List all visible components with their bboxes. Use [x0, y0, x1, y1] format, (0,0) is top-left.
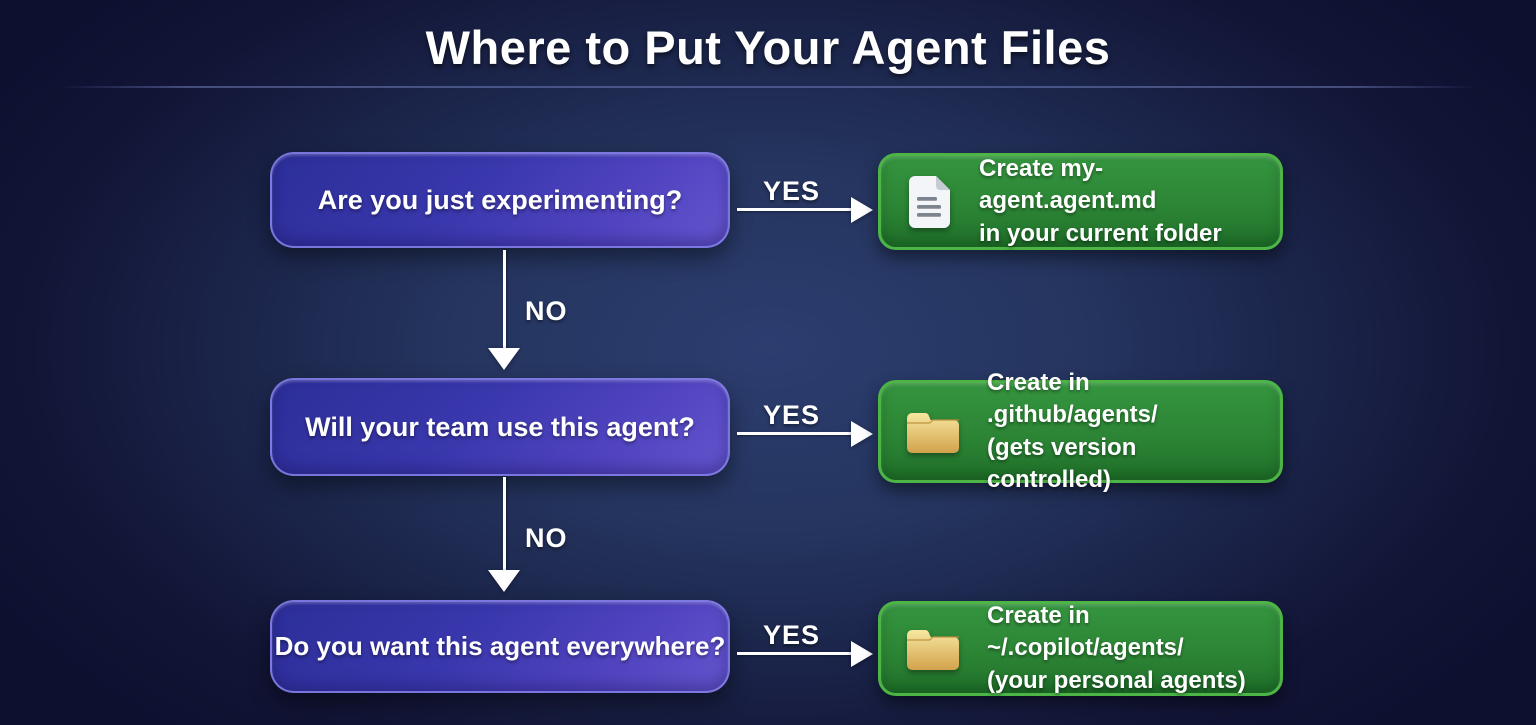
arrowhead-right-icon [851, 196, 873, 223]
yes-arrow-1: YES [737, 176, 873, 232]
no-arrow-1: NO [488, 250, 598, 370]
no-arrow-2: NO [488, 477, 598, 592]
question-box-team-use: Will your team use this agent? [270, 378, 730, 476]
document-icon [905, 173, 953, 231]
page-title: Where to Put Your Agent Files [425, 21, 1111, 74]
yes-arrow-2: YES [737, 400, 873, 456]
arrow-line [737, 652, 854, 655]
yes-label: YES [763, 176, 821, 206]
arrowhead-down-icon [488, 348, 520, 370]
arrow-line [503, 477, 506, 571]
question-text: Are you just experimenting? [317, 184, 683, 215]
title-divider [58, 86, 1478, 88]
result-text: Create in .github/agents/ (gets version … [987, 367, 1256, 497]
result-line2: (your personal agents) [987, 666, 1246, 694]
result-text: Create in ~/.copilot/agents/ (your perso… [987, 600, 1256, 697]
question-box-experimenting: Are you just experimenting? [270, 152, 730, 248]
arrow-line [503, 250, 506, 349]
folder-icon [905, 626, 961, 672]
question-text: Will your team use this agent? [305, 411, 695, 442]
result-box-copilot-agents: Create in ~/.copilot/agents/ (your perso… [878, 601, 1283, 696]
question-box-agent-everywhere: Do you want this agent everywhere? [270, 600, 730, 693]
no-label: NO [525, 523, 568, 553]
result-box-github-agents: Create in .github/agents/ (gets version … [878, 369, 1283, 493]
folder-icon [905, 409, 961, 455]
question-text: Do you want this agent everywhere? [274, 631, 726, 661]
yes-label: YES [763, 620, 821, 650]
arrowhead-right-icon [851, 420, 873, 447]
result-line2: in your current folder [979, 219, 1222, 247]
result-line1: Create my-agent.agent.md [979, 154, 1157, 215]
result-line2: (gets version controlled) [987, 433, 1137, 493]
arrow-line [737, 208, 854, 211]
result-line1: Create in ~/.copilot/agents/ [987, 601, 1184, 662]
result-text: Create my-agent.agent.md in your current… [979, 153, 1256, 250]
arrowhead-right-icon [851, 640, 873, 667]
arrow-line [737, 432, 854, 435]
result-line1: Create in .github/agents/ [987, 368, 1158, 429]
yes-label: YES [763, 400, 821, 430]
result-box-current-folder: Create my-agent.agent.md in your current… [878, 153, 1283, 250]
arrowhead-down-icon [488, 570, 520, 592]
no-label: NO [525, 296, 568, 326]
yes-arrow-3: YES [737, 620, 873, 676]
